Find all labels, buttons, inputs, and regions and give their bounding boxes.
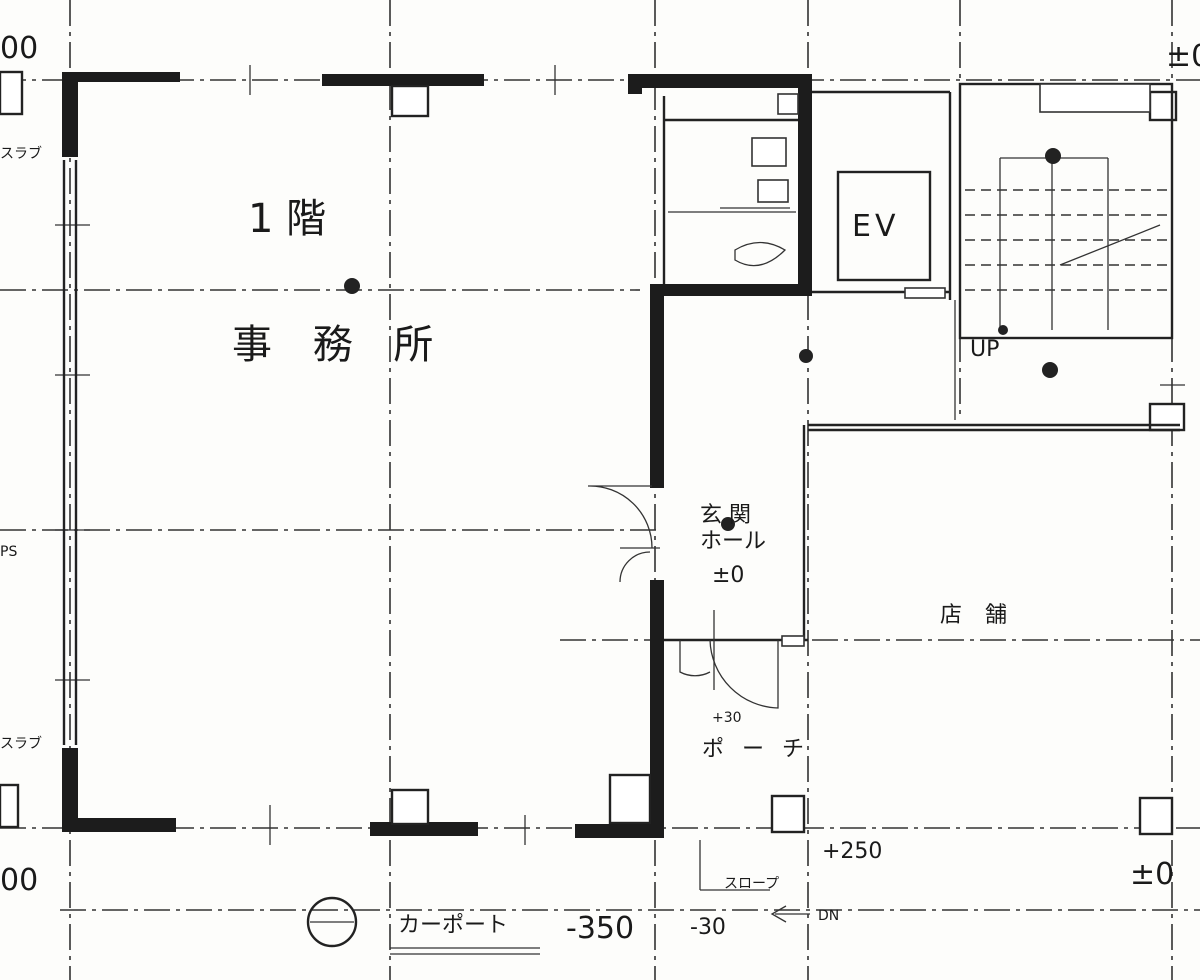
porch-level: +30 xyxy=(712,710,742,726)
left-mark-3: スラブ xyxy=(0,735,42,752)
left-mark-1: スラブ xyxy=(0,145,42,162)
office-walls xyxy=(62,72,812,838)
elevator-shaft xyxy=(812,90,952,300)
columns xyxy=(0,70,1186,836)
dimension-ticks xyxy=(55,65,1185,845)
dn-label: DN xyxy=(818,908,839,924)
level-plus250: +250 xyxy=(822,839,882,864)
level-right: ±0 xyxy=(1130,857,1174,892)
carport-and-ramp xyxy=(306,840,810,955)
floor-label: 1 階 xyxy=(248,196,326,242)
carport-level: -350 xyxy=(566,911,634,946)
markers xyxy=(344,148,1061,531)
porch-label: ポーチ xyxy=(702,737,822,762)
hall-label-line1: 玄 関 xyxy=(700,503,751,528)
level-bottom-left: 00 xyxy=(0,863,38,898)
ramp-label: スロープ xyxy=(724,876,779,892)
carport-label: カーポート xyxy=(398,913,508,938)
level-top-left: 00 xyxy=(0,31,38,66)
right-room-label: 店 舗 xyxy=(940,603,1015,628)
hall-level: ±0 xyxy=(712,563,744,588)
hall-and-doors xyxy=(587,423,1180,709)
ramp-level: -30 xyxy=(690,915,726,940)
stair-up-label: UP xyxy=(970,337,999,362)
toilet-room xyxy=(662,93,799,284)
office-label: 事 務 所 xyxy=(232,322,447,368)
left-mark-2: PS xyxy=(0,544,17,560)
elevator-label: EV xyxy=(852,209,899,244)
level-top-right: ±0 xyxy=(1166,39,1200,74)
stair xyxy=(954,82,1174,420)
hall-label-line2: ホール xyxy=(700,529,766,554)
